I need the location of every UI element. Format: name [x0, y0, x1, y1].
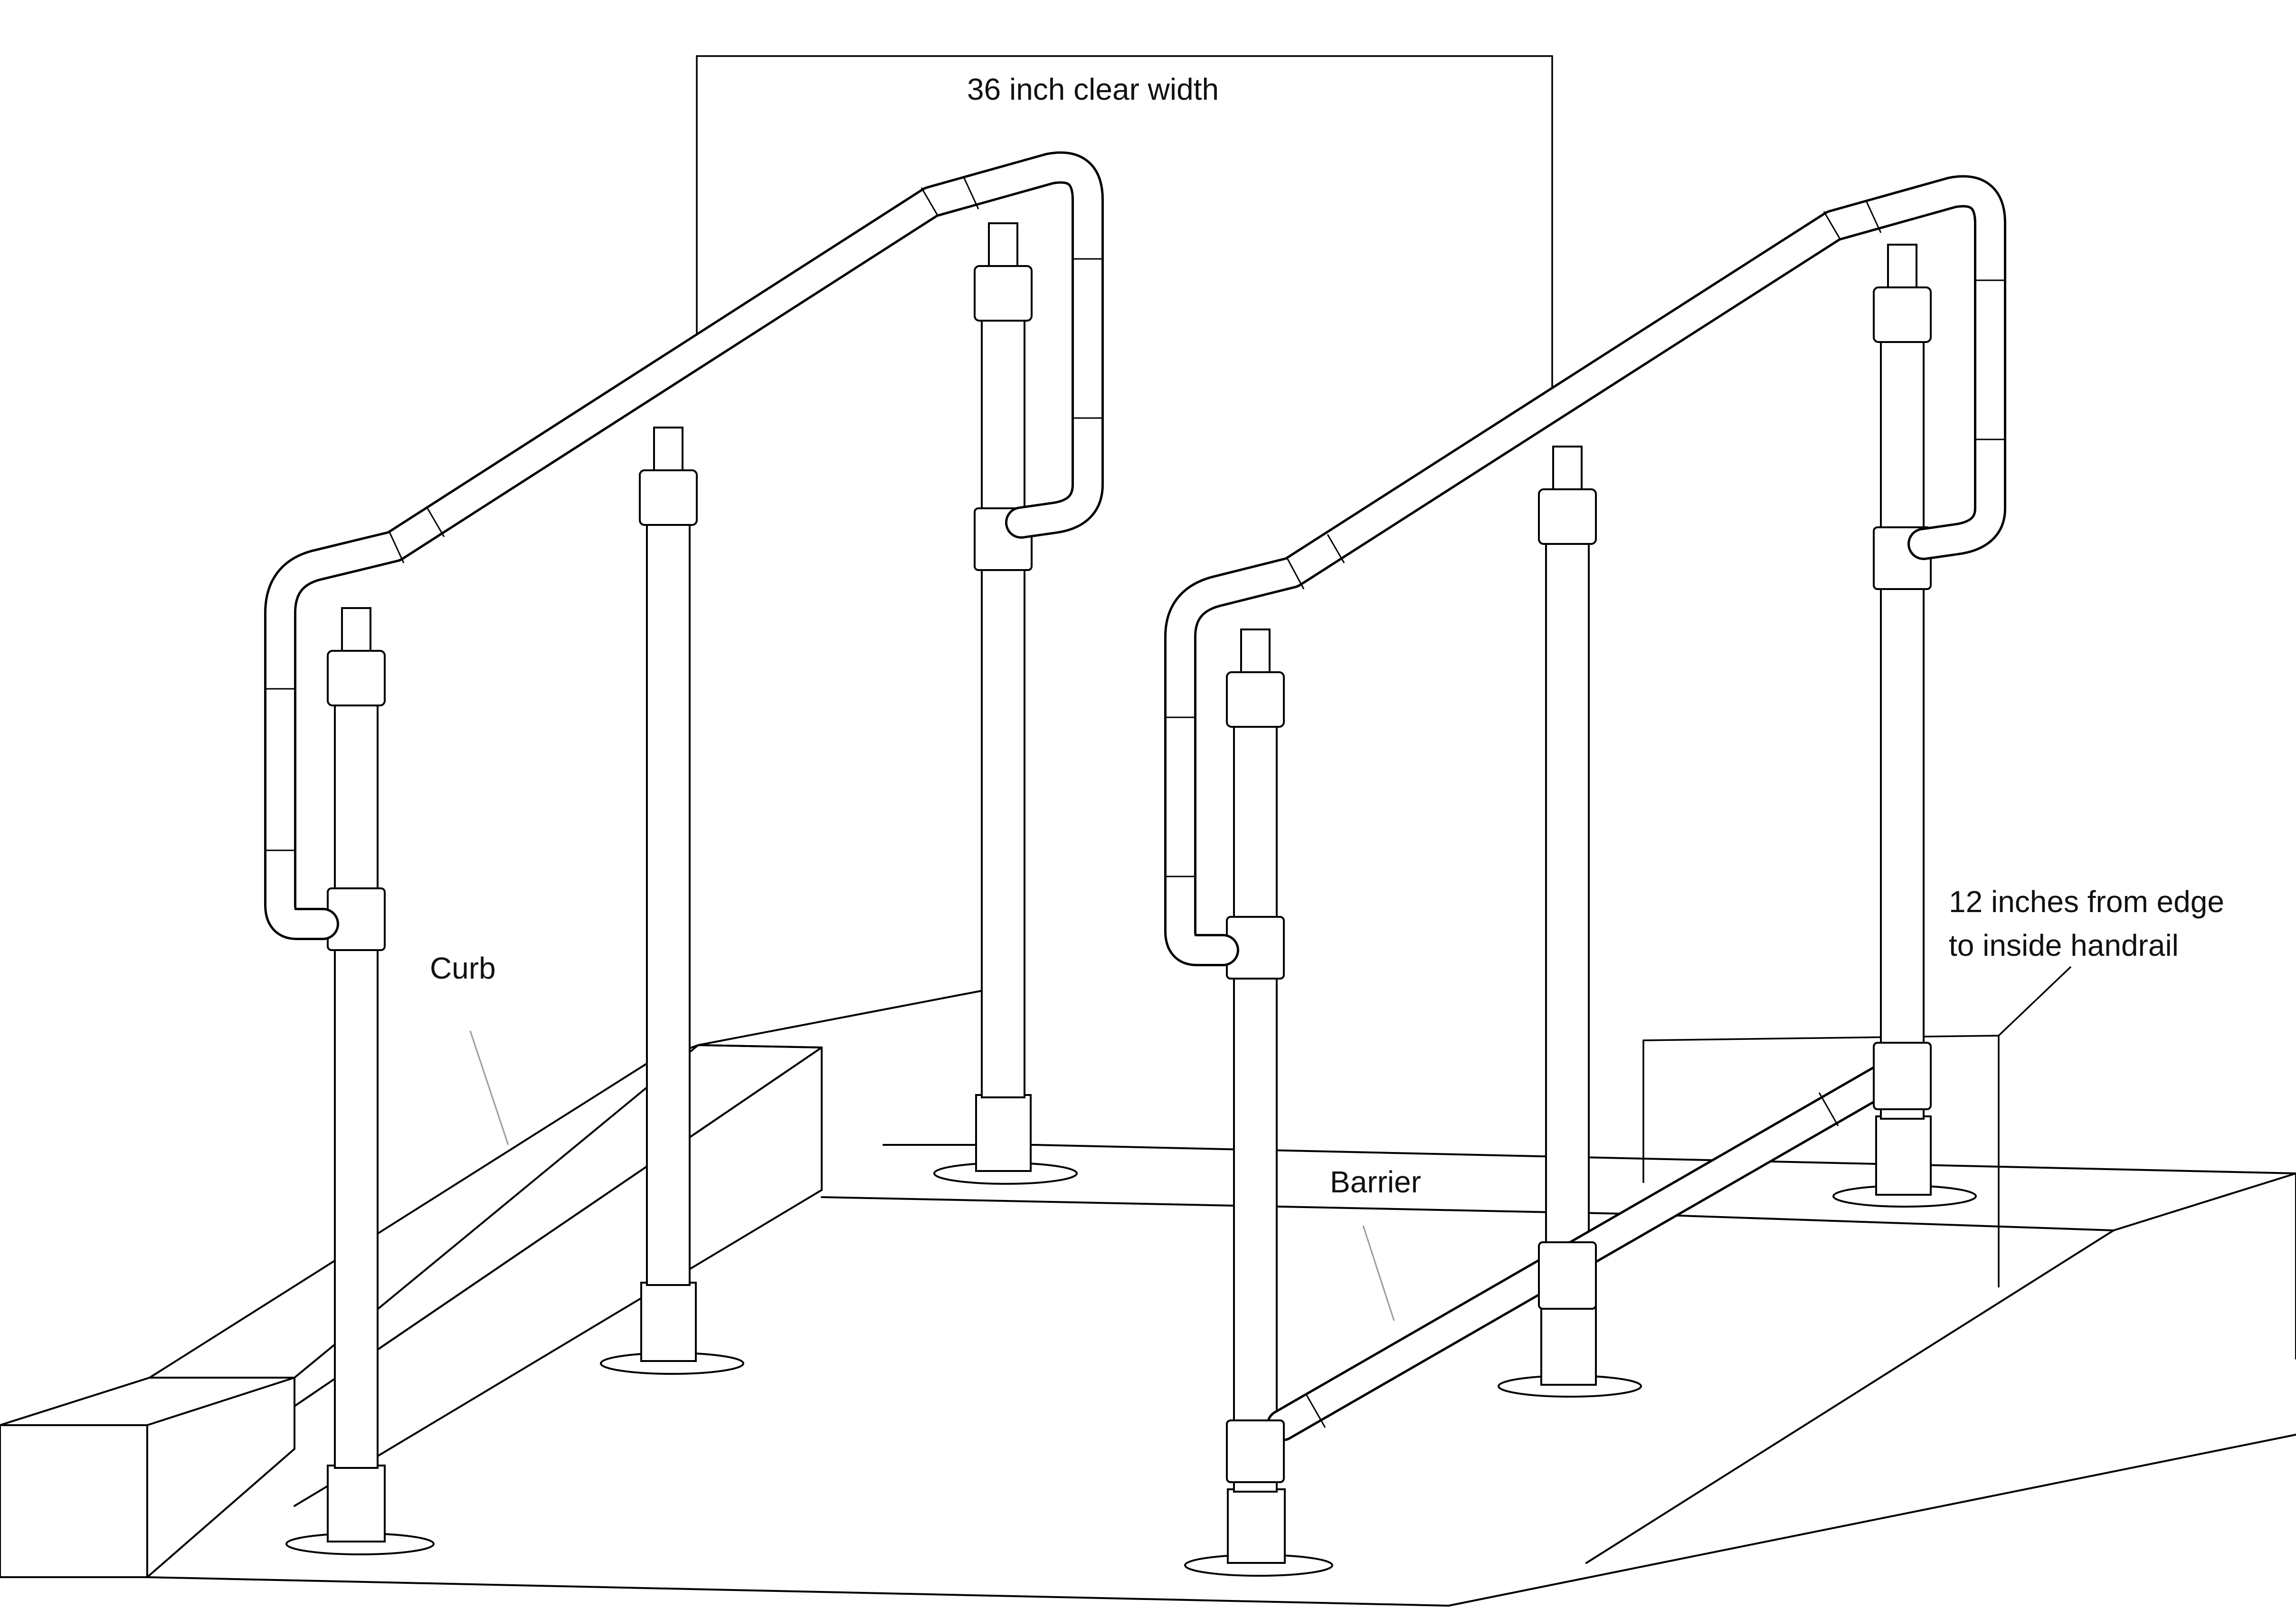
left-middle-base-plate — [600, 1282, 744, 1375]
clear-width-label: 36 inch clear width — [967, 72, 1219, 106]
left-front-post — [334, 678, 379, 1469]
right-handrail — [1164, 175, 2006, 1577]
barrier-label: Barrier — [1330, 1165, 1421, 1199]
right-front-post — [1233, 702, 1278, 1493]
left-middle-post — [646, 498, 691, 1286]
right-middle-post — [1545, 517, 1590, 1310]
right-middle-base-plate — [1498, 1305, 1642, 1398]
curb-leader — [469, 1030, 509, 1145]
curb-label: Curb — [430, 951, 496, 985]
left-front-base-plate — [285, 1465, 435, 1555]
right-back-base-plate — [1832, 1115, 1977, 1208]
dimension-lines — [469, 55, 2072, 1321]
right-back-post — [1880, 327, 1925, 1120]
right-front-base-plate — [1184, 1488, 1333, 1577]
edge-offset-leader — [1998, 966, 2072, 1037]
barrier-leader — [1362, 1225, 1395, 1321]
left-back-base-plate — [933, 1094, 1078, 1185]
edge-offset-dimension — [1642, 1035, 2000, 1287]
edge-distance-label-line1: 12 inches from edge — [1949, 885, 2224, 919]
edge-distance-label-line2: to inside handrail — [1949, 928, 2179, 962]
left-front-post-cap — [327, 650, 386, 706]
clear-width-dimension — [696, 55, 1553, 387]
left-back-post — [981, 303, 1025, 1098]
left-handrail — [264, 151, 1104, 1555]
barrier-rail — [1226, 1042, 1932, 1483]
